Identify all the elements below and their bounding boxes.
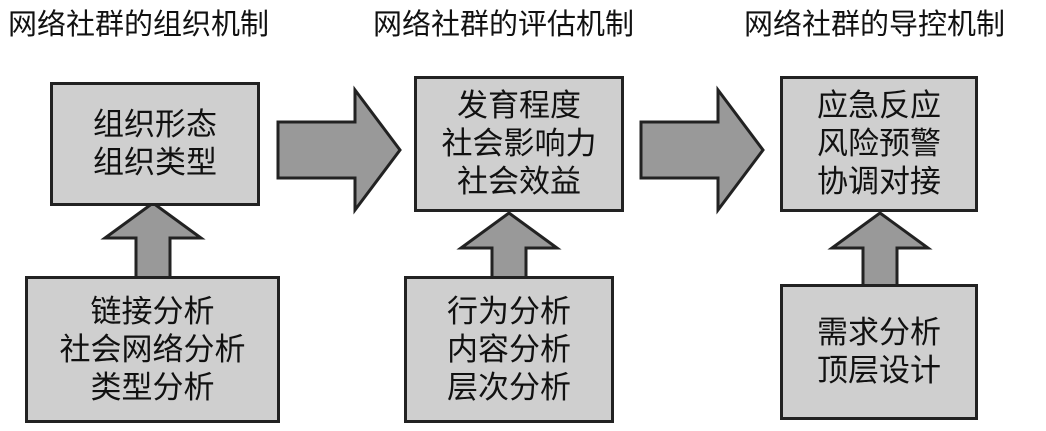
bottom-box-line: 链接分析 [90,293,215,330]
right-arrow-2-3 [639,85,765,215]
bottom-box-line: 社会网络分析 [59,331,246,368]
bottom-box-line: 类型分析 [90,369,215,406]
bottom-box-line: 需求分析 [817,315,941,351]
bottom-box-organization-analysis: 链接分析 社会网络分析 类型分析 [25,276,280,423]
up-arrow-col-1 [100,201,206,282]
bottom-box-line: 行为分析 [447,293,571,330]
heading-organization-mechanism: 网络社群的组织机制 [8,7,270,41]
heading-guidance-control-mechanism: 网络社群的导控机制 [744,7,1006,41]
top-box-line: 风险预警 [817,126,941,162]
top-box-line: 发育程度 [457,88,581,124]
top-box-line: 组织类型 [93,145,217,181]
top-box-guidance-control: 应急反应 风险预警 协调对接 [780,76,978,212]
top-box-evaluation: 发育程度 社会影响力 社会效益 [414,76,624,212]
bottom-box-line: 内容分析 [447,331,571,368]
bottom-box-guidance-control-analysis: 需求分析 顶层设计 [780,284,978,420]
top-box-line: 应急反应 [817,88,941,124]
heading-evaluation-mechanism: 网络社群的评估机制 [373,7,635,41]
top-box-line: 协调对接 [817,164,941,200]
top-box-line: 社会影响力 [441,126,597,162]
bottom-box-evaluation-analysis: 行为分析 内容分析 层次分析 [404,276,614,423]
up-arrow-col-2 [456,211,562,282]
up-arrow-col-3 [827,211,933,292]
bottom-box-line: 层次分析 [447,369,571,406]
top-box-organization: 组织形态 组织类型 [50,82,260,206]
top-box-line: 社会效益 [457,164,581,200]
bottom-box-line: 顶层设计 [817,353,941,389]
right-arrow-1-2 [276,85,402,215]
top-box-line: 组织形态 [93,107,217,143]
